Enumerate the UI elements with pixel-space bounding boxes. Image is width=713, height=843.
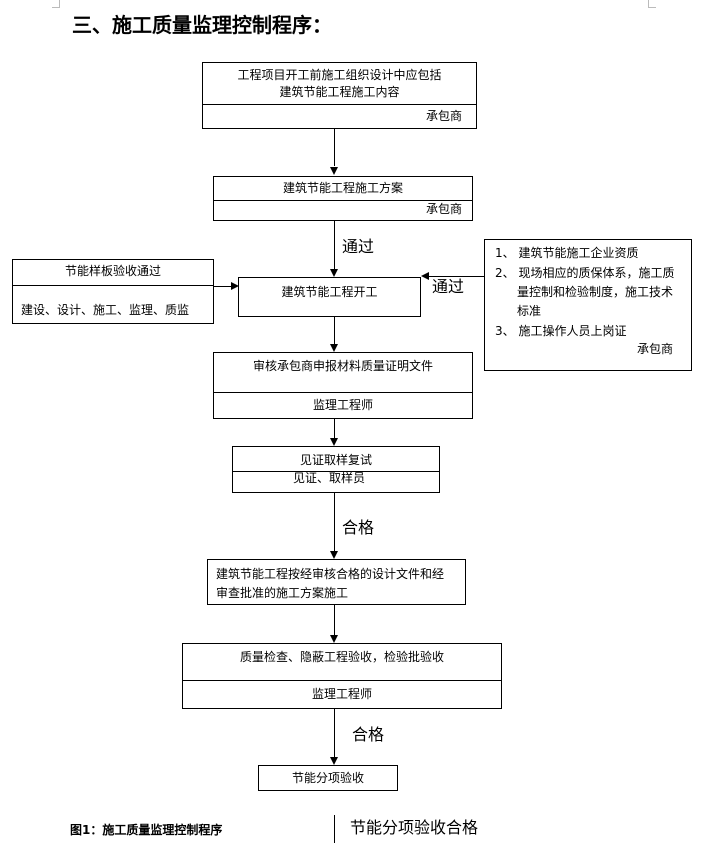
box-roles: 建设、设计、施工、监理、质监 xyxy=(21,303,190,317)
box-text: 审核承包商申报材料质量证明文件 xyxy=(252,359,433,373)
section-title: 三、施工质量监理控制程序： xyxy=(72,13,332,37)
box-qualification-list: 1、 建筑节能施工企业资质 2、 现场相应的质保体系，施工质 量控制和检验制度，… xyxy=(484,239,692,371)
box-text-line: 建筑节能工程按经审核合格的设计文件和经 xyxy=(216,567,445,581)
arrow-down xyxy=(330,167,338,175)
list-item: 量控制和检验制度，施工技术 xyxy=(517,285,674,299)
box-divider xyxy=(214,392,472,393)
connector-line xyxy=(429,276,484,277)
box-role: 承包商 xyxy=(425,202,462,216)
box-divider xyxy=(13,285,213,286)
label-final-acceptance: 节能分项验收合格 xyxy=(350,818,479,837)
connector-line xyxy=(334,129,335,166)
connector-line xyxy=(334,419,335,438)
box-divider xyxy=(203,104,476,105)
connector-line xyxy=(214,286,232,287)
box-text: 建筑节能工程施工方案 xyxy=(282,181,403,195)
box-text: 见证取样复试 xyxy=(299,453,372,467)
box-role: 承包商 xyxy=(636,342,673,356)
arrow-down xyxy=(330,344,338,352)
box-text: 建筑节能工程开工 xyxy=(281,285,378,299)
box-text-line: 建筑节能工程施工内容 xyxy=(279,85,400,99)
list-item: 1、 建筑节能施工企业资质 xyxy=(495,246,639,260)
arrow-left xyxy=(421,272,429,280)
page-corner-mark xyxy=(52,0,60,8)
list-item: 3、 施工操作人员上岗证 xyxy=(495,324,627,338)
box-role: 监理工程师 xyxy=(311,687,372,701)
box-role: 承包商 xyxy=(425,109,462,123)
box-role: 监理工程师 xyxy=(312,398,373,412)
box-construction-design: 工程项目开工前施工组织设计中应包括 建筑节能工程施工内容 承包商 xyxy=(202,62,477,129)
box-construction-execution: 建筑节能工程按经审核合格的设计文件和经 审查批准的施工方案施工 xyxy=(207,559,466,605)
box-project-start: 建筑节能工程开工 xyxy=(238,277,421,317)
box-text-line: 工程项目开工前施工组织设计中应包括 xyxy=(237,68,442,82)
connector-line xyxy=(334,221,335,269)
connector-line xyxy=(334,815,335,843)
arrow-down xyxy=(330,757,338,765)
figure-caption: 图1：施工质量监理控制程序 xyxy=(70,823,223,837)
connector-line xyxy=(334,605,335,635)
arrow-down xyxy=(330,551,338,559)
label-pass: 通过 xyxy=(342,237,375,256)
box-divider xyxy=(183,680,501,681)
box-text-line: 审查批准的施工方案施工 xyxy=(216,586,349,600)
box-divider xyxy=(233,471,439,472)
box-divider xyxy=(214,200,472,201)
connector-line xyxy=(334,317,335,344)
arrow-down xyxy=(330,269,338,277)
arrow-down xyxy=(330,438,338,446)
box-text: 节能样板验收通过 xyxy=(64,264,161,278)
page-corner-mark xyxy=(648,0,656,8)
arrow-down xyxy=(330,635,338,643)
box-text: 质量检查、隐蔽工程验收，检验批验收 xyxy=(239,650,444,664)
box-construction-plan: 建筑节能工程施工方案 承包商 xyxy=(213,176,473,221)
box-sample-acceptance: 节能样板验收通过 建设、设计、施工、监理、质监 xyxy=(12,259,214,324)
box-subitem-acceptance: 节能分项验收 xyxy=(258,765,398,791)
label-qualified: 合格 xyxy=(352,725,385,744)
box-text: 节能分项验收 xyxy=(291,771,364,785)
connector-line xyxy=(334,493,335,551)
list-item: 标准 xyxy=(517,304,542,318)
label-qualified: 合格 xyxy=(342,518,375,537)
list-item: 2、 现场相应的质保体系，施工质 xyxy=(495,266,675,280)
box-material-review: 审核承包商申报材料质量证明文件 监理工程师 xyxy=(213,352,473,419)
label-pass: 通过 xyxy=(432,277,465,296)
connector-line xyxy=(334,709,335,757)
arrow-right xyxy=(231,282,239,290)
box-witness-sampling: 见证取样复试 见证、取样员 xyxy=(232,446,440,493)
box-role: 见证、取样员 xyxy=(293,471,366,485)
box-quality-inspection: 质量检查、隐蔽工程验收，检验批验收 监理工程师 xyxy=(182,643,502,709)
